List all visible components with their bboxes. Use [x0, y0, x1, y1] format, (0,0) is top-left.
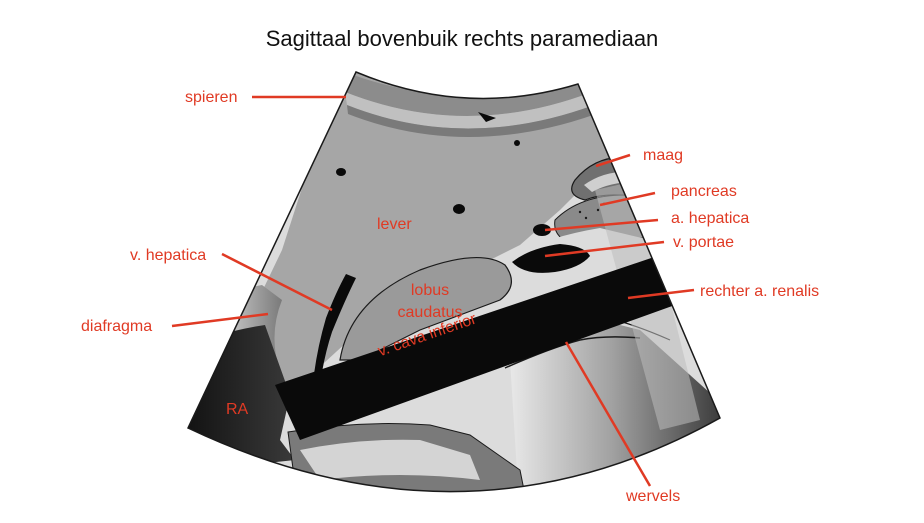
- label-pancreas: pancreas: [671, 182, 737, 202]
- pancreas-dot: [579, 211, 581, 213]
- pancreas-dot: [585, 217, 587, 219]
- small-vessel-1: [336, 168, 346, 176]
- label-lobus: lobus: [395, 281, 465, 301]
- label-ra: RA: [226, 400, 248, 420]
- label-maag: maag: [643, 146, 683, 166]
- label-wervels: wervels: [626, 487, 680, 507]
- label-spieren: spieren: [185, 88, 237, 108]
- label-v-hepatica: v. hepatica: [130, 246, 206, 266]
- label-a-renalis: rechter a. renalis: [700, 282, 819, 302]
- small-vessel-2: [453, 204, 465, 214]
- pancreas-dot: [597, 209, 599, 211]
- diagram-title: Sagittaal bovenbuik rechts paramediaan: [0, 26, 924, 52]
- label-a-hepatica: a. hepatica: [671, 209, 749, 229]
- label-lever: lever: [377, 215, 412, 235]
- label-diafragma: diafragma: [81, 317, 152, 337]
- small-vessel-3: [514, 140, 520, 146]
- label-v-portae: v. portae: [673, 233, 734, 253]
